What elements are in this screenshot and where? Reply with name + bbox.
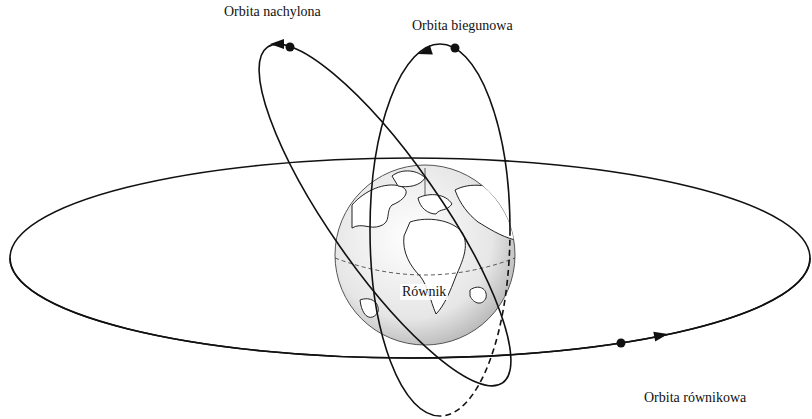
orbit-label: Orbita nachylona	[222, 4, 323, 20]
arrow-head	[270, 39, 284, 49]
equatorial-orbit-front	[10, 258, 810, 358]
orbit-label: Orbita biegunowa	[410, 18, 515, 34]
satellite-dot	[617, 339, 626, 348]
satellite-dot	[451, 44, 460, 53]
satellite-dot	[286, 43, 295, 52]
arrow-head	[416, 45, 432, 59]
equatorial-orbit	[10, 158, 810, 358]
equator-label: Równik	[400, 284, 448, 300]
polar-orbit	[370, 44, 510, 416]
arrow-head	[653, 329, 669, 341]
inclined-orbit	[222, 16, 547, 415]
earth-globe	[335, 165, 515, 345]
orbit-label: Orbita równikowa	[642, 390, 748, 406]
